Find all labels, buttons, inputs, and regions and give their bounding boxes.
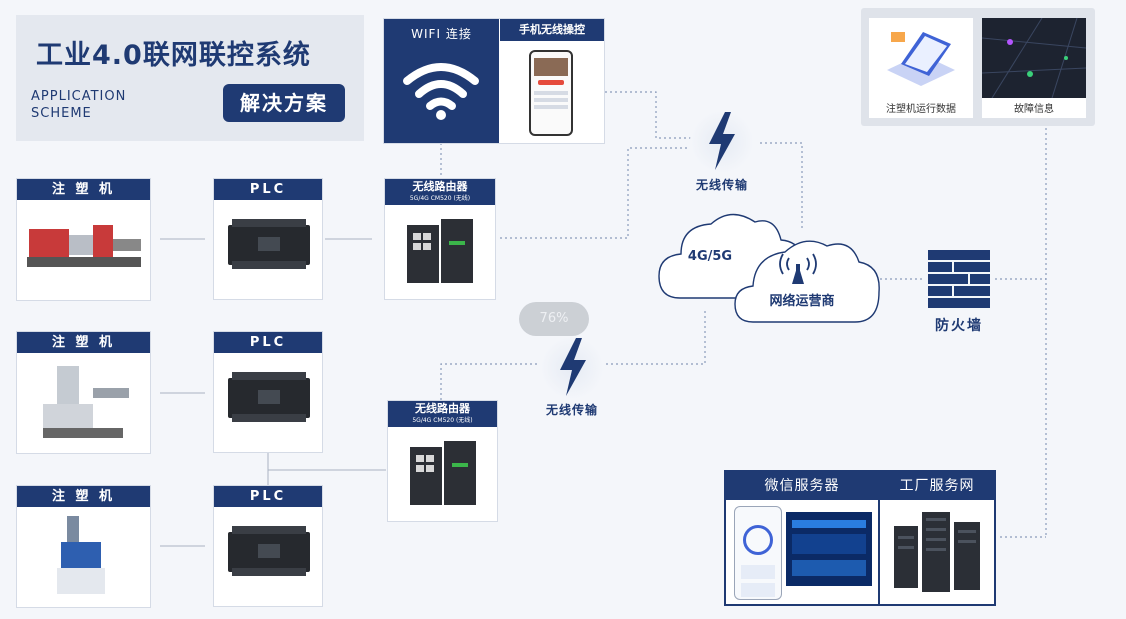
solution-badge: 解决方案 <box>223 84 345 122</box>
phone-image <box>529 50 573 136</box>
plc-label-3: PLC <box>214 486 322 507</box>
wifi-mobile-panel: WIFI 连接 手机无线操控 <box>383 18 605 144</box>
cloud-label-4g5g: 4G/5G <box>687 249 733 264</box>
plc-card-2: PLC <box>213 331 323 453</box>
plc-card-3: PLC <box>213 485 323 607</box>
subtitle-en-line1: APPLICATION <box>31 89 127 104</box>
progress-pill: 76% <box>519 302 589 336</box>
plc-label-1: PLC <box>214 179 322 200</box>
plc-device-image-1 <box>228 219 310 269</box>
monitor-data-card: 注塑机运行数据 <box>869 18 973 118</box>
machine-label-3: 注 塑 机 <box>17 486 150 507</box>
wifi-section: WIFI 连接 <box>384 19 499 143</box>
wireless-label-top: 无线传输 <box>695 178 748 192</box>
wechat-phone-image <box>734 506 782 600</box>
cloud-icon <box>658 213 880 323</box>
router-card-2: 无线路由器 5G/4G CM520 (无线) <box>387 400 498 522</box>
laptop-illustration <box>887 32 955 86</box>
title-block: 工业4.0联网联控系统 APPLICATION SCHEME 解决方案 <box>16 15 364 141</box>
cloud-label-operator: 网络运营商 <box>769 294 835 309</box>
firewall-icon <box>928 250 990 308</box>
server-panel: 微信服务器 工厂服务网 <box>724 470 996 606</box>
router-header-2: 无线路由器 5G/4G CM520 (无线) <box>388 401 497 427</box>
map-image <box>981 17 1087 99</box>
dash-bolt1-cloud <box>760 142 803 228</box>
dash-bolt2-cloud <box>606 308 706 365</box>
subtitle-en-line2: SCHEME <box>31 106 92 121</box>
injection-machine-image-2 <box>43 366 129 438</box>
lightning-bolt-icon <box>709 112 735 170</box>
wifi-label: WIFI 连接 <box>411 27 472 41</box>
machine-card-3: 注 塑 机 <box>16 485 151 608</box>
wifi-icon <box>403 63 479 120</box>
dark-map-graphic <box>981 17 1087 99</box>
injection-machine-image-3 <box>57 516 105 594</box>
machine-card-1: 注 塑 机 <box>16 178 151 301</box>
server-label-wechat: 微信服务器 <box>726 472 878 500</box>
dashboard-screen-image <box>786 512 872 586</box>
router-card-1: 无线路由器 5G/4G CM520 (无线) <box>384 178 496 300</box>
dash-router2-bolt2 <box>440 363 540 400</box>
server-label-factory: 工厂服务网 <box>880 472 994 500</box>
page-title: 工业4.0联网联控系统 <box>36 40 311 71</box>
monitor-panel: 注塑机运行数据 故障信息 <box>861 8 1095 126</box>
machine-label-1: 注 塑 机 <box>17 179 150 200</box>
machine-card-2: 注 塑 机 <box>16 331 151 454</box>
router-sub-2: 5G/4G CM520 (无线) <box>412 417 473 424</box>
lightning-bolt-icon <box>560 338 586 396</box>
plc-device-image-3 <box>228 526 310 576</box>
monitor-fault-card: 故障信息 <box>981 17 1087 118</box>
router-device-image-1 <box>407 219 473 283</box>
server-divider <box>878 472 880 604</box>
server-rack-image <box>894 512 980 592</box>
plc-card-1: PLC <box>213 178 323 300</box>
router-sub-1: 5G/4G CM520 (无线) <box>409 195 471 202</box>
monitor-label-fault: 故障信息 <box>1014 104 1054 115</box>
plc-label-2: PLC <box>214 332 322 353</box>
router-device-image-2 <box>410 441 476 505</box>
router-label-1: 无线路由器 <box>412 180 468 193</box>
injection-machine-image-1 <box>27 225 141 267</box>
dash-panel-bolt1 <box>605 91 692 139</box>
mobile-label: 手机无线操控 <box>500 19 604 41</box>
router-label-2: 无线路由器 <box>415 402 470 415</box>
router-header-1: 无线路由器 5G/4G CM520 (无线) <box>385 179 495 205</box>
firewall-label: 防火墙 <box>935 318 983 334</box>
monitor-label-data: 注塑机运行数据 <box>886 104 956 115</box>
wireless-label-bottom: 无线传输 <box>545 403 598 417</box>
machine-label-2: 注 塑 机 <box>17 332 150 353</box>
plc-device-image-2 <box>228 372 310 422</box>
